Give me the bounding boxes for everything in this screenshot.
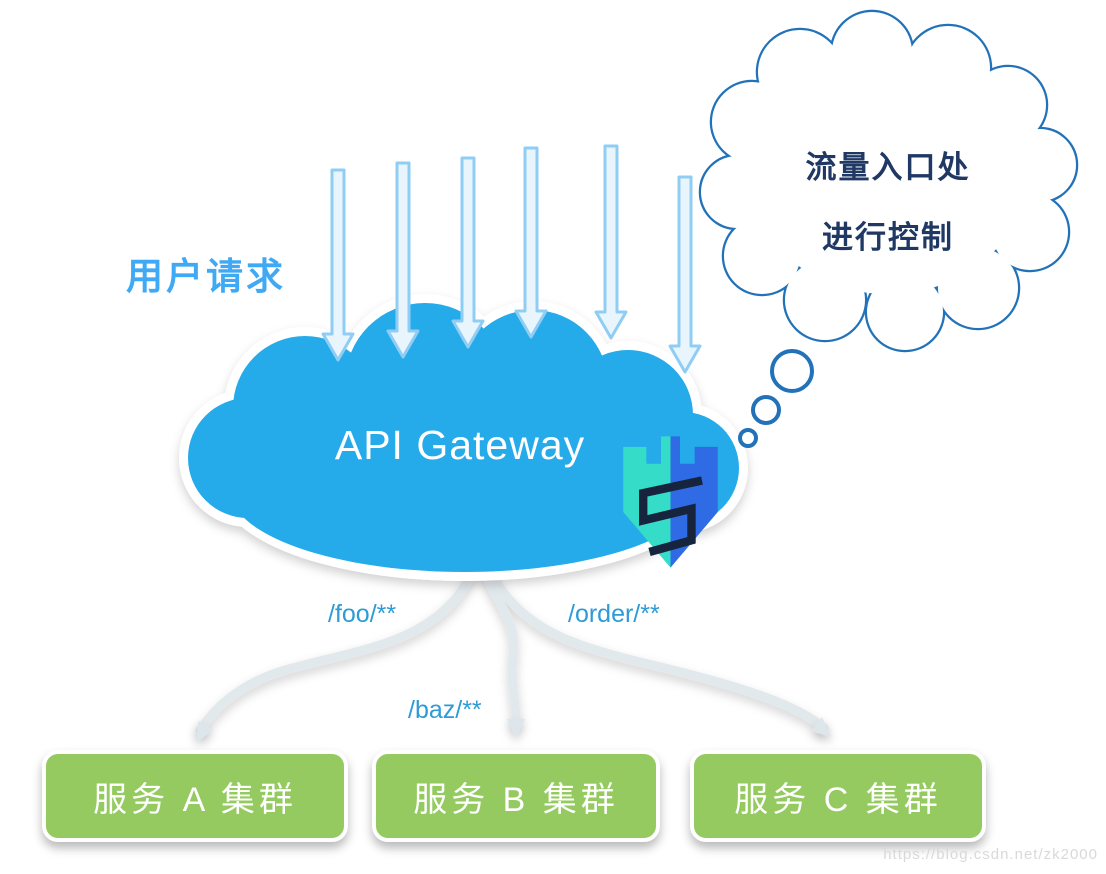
thought-bubble-cloud <box>698 9 1079 353</box>
request-arrow-icon <box>668 175 702 374</box>
route-label-order: /order/** <box>568 600 660 628</box>
service-c-cluster-box: 服务 C 集群 <box>690 750 986 842</box>
route-connector-arrowheads <box>197 717 831 742</box>
route-connector-arrows <box>195 555 829 735</box>
service-b-cluster-box: 服务 B 集群 <box>372 750 660 842</box>
route-label-foo: /foo/** <box>328 600 397 628</box>
connector-to-service-c <box>479 555 829 733</box>
request-arrow-icon <box>514 146 548 339</box>
thought-bubble-trail <box>738 349 814 448</box>
watermark-url: https://blog.csdn.net/zk2000 <box>883 846 1098 863</box>
connector-to-service-a <box>195 555 483 735</box>
incoming-request-arrows <box>321 144 702 374</box>
api-gateway-label: API Gateway <box>334 422 586 468</box>
request-arrow-icon <box>451 156 485 349</box>
request-arrow-icon <box>386 161 420 359</box>
route-label-baz: /baz/** <box>408 696 482 724</box>
service-c-cluster-label: 服务 C 集群 <box>734 780 942 819</box>
thought-bubble-text-line2: 进行控制 <box>822 220 954 255</box>
service-b-cluster-label: 服务 B 集群 <box>413 780 619 819</box>
connector-to-service-b <box>475 555 521 727</box>
service-a-cluster-box: 服务 A 集群 <box>42 750 348 842</box>
service-a-cluster-label: 服务 A 集群 <box>93 780 297 819</box>
user-requests-label: 用户请求 <box>126 256 286 297</box>
request-arrow-icon <box>594 144 628 340</box>
spring-cloud-gateway-icon <box>623 436 718 568</box>
thought-bubble-text-line1: 流量入口处 <box>805 150 971 185</box>
request-arrow-icon <box>321 168 355 362</box>
